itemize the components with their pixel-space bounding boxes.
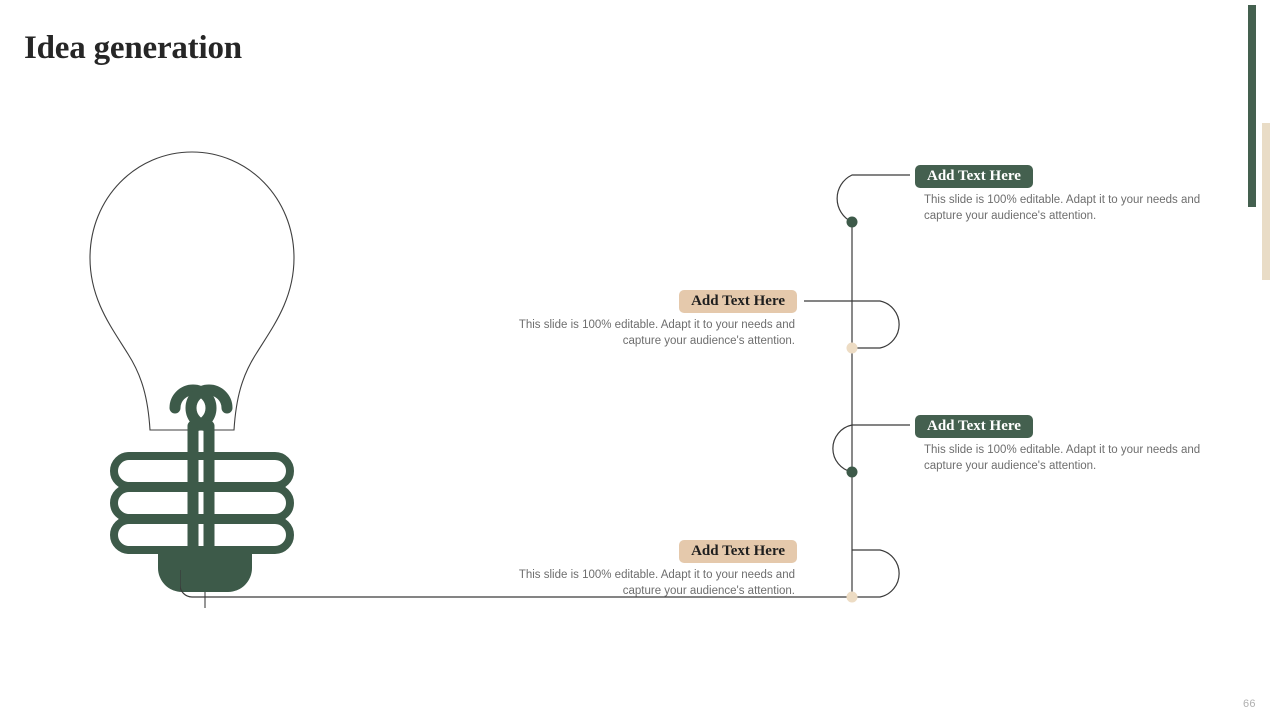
page-title: Idea generation	[24, 30, 242, 66]
callout-2-body: This slide is 100% editable. Adapt it to…	[518, 319, 795, 347]
callout-block-4[interactable]: Add Text Here This slide is 100% editabl…	[487, 540, 797, 599]
page-number: 66	[1243, 698, 1256, 710]
callout-2-heading: Add Text Here	[679, 290, 797, 313]
callout-4-heading: Add Text Here	[679, 540, 797, 563]
light-bulb-icon	[89, 151, 295, 608]
callout-3-heading: Add Text Here	[915, 415, 1033, 438]
callout-3-body: This slide is 100% editable. Adapt it to…	[924, 444, 1201, 472]
callout-block-3[interactable]: Add Text Here This slide is 100% editabl…	[915, 415, 1227, 474]
node-4-dot	[846, 591, 858, 603]
node-2-dot	[846, 342, 858, 354]
callout-1-body: This slide is 100% editable. Adapt it to…	[924, 194, 1201, 222]
callout-4-body: This slide is 100% editable. Adapt it to…	[518, 569, 795, 597]
node-3-dot	[846, 466, 858, 478]
edge-accent-bar-tan	[1262, 123, 1270, 280]
serpentine-connector-path	[180, 174, 910, 603]
node-1-dot	[846, 216, 858, 228]
callout-block-1[interactable]: Add Text Here This slide is 100% editabl…	[915, 165, 1225, 224]
edge-accent-bar-green	[1248, 5, 1256, 207]
callout-block-2[interactable]: Add Text Here This slide is 100% editabl…	[487, 290, 797, 349]
callout-1-heading: Add Text Here	[915, 165, 1033, 188]
